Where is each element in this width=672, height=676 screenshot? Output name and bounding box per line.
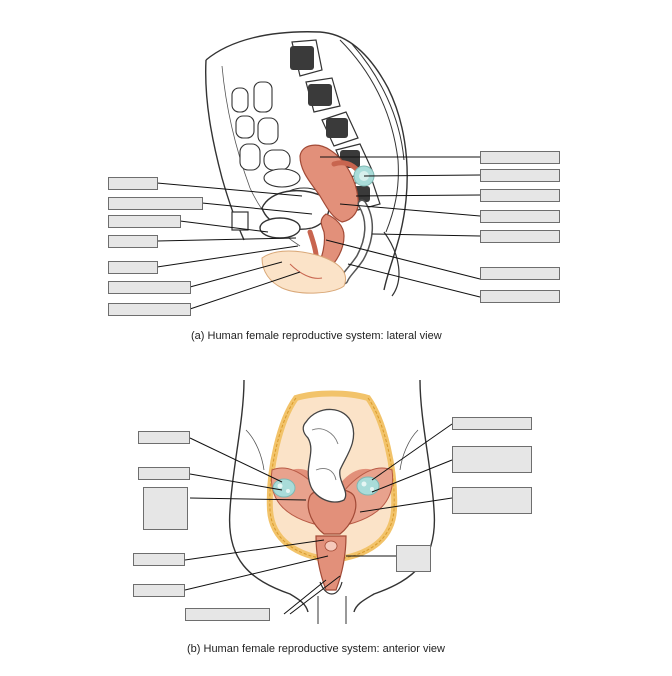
label-box-b-right-2 — [452, 446, 532, 473]
anterior-view-illustration — [230, 380, 435, 624]
label-box-a-right-4 — [480, 210, 560, 223]
label-box-a-left-3 — [108, 215, 181, 228]
label-box-a-left-1 — [108, 177, 158, 190]
label-box-a-right-2 — [480, 169, 560, 182]
pubic-symphysis — [260, 218, 300, 238]
label-box-a-left-2 — [108, 197, 203, 210]
label-box-a-left-7 — [108, 303, 191, 316]
label-box-a-left-4 — [108, 235, 158, 248]
hip-crease-left — [246, 430, 264, 470]
caption-lateral-view: (a) Human female reproductive system: la… — [191, 330, 442, 342]
label-box-a-right-6 — [480, 267, 560, 280]
caption-anterior-view: (b) Human female reproductive system: an… — [187, 643, 445, 655]
label-box-a-right-3 — [480, 189, 560, 202]
label-box-b-left-6 — [185, 608, 270, 621]
label-box-b-left-4 — [133, 553, 185, 566]
ovary-right-anterior — [357, 477, 379, 495]
label-box-b-left-1 — [138, 431, 190, 444]
label-box-b-left-5 — [133, 584, 185, 597]
label-box-a-right-1 — [480, 151, 560, 164]
label-box-a-left-6 — [108, 281, 191, 294]
label-box-a-left-5 — [108, 261, 158, 274]
label-box-a-right-7 — [480, 290, 560, 303]
label-box-b-right-3 — [452, 487, 532, 514]
label-box-a-right-5 — [480, 230, 560, 243]
lateral-view-illustration — [206, 32, 408, 296]
label-box-b-right-1 — [452, 417, 532, 430]
label-box-b-right-4 — [396, 545, 431, 572]
ovary-left-anterior — [273, 479, 295, 497]
label-box-b-left-2 — [138, 467, 190, 480]
label-box-b-left-3 — [143, 487, 188, 530]
